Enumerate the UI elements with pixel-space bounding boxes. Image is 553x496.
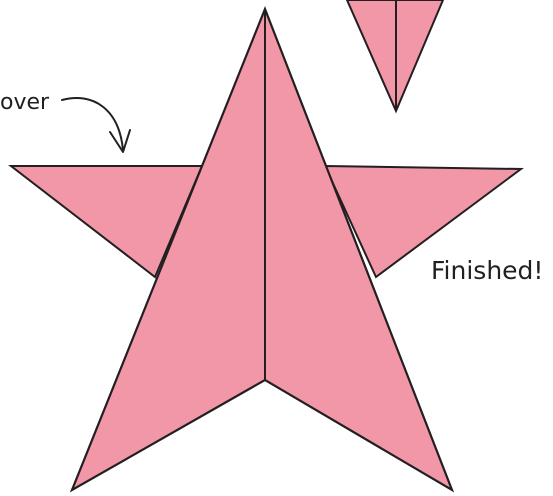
- curved-arrow-icon: [62, 98, 130, 152]
- previous-step-point: [347, 0, 443, 111]
- finished-label: Finished!: [431, 258, 543, 283]
- turn-over-label: over: [0, 92, 49, 114]
- curved-arrow-stroke: [62, 98, 123, 150]
